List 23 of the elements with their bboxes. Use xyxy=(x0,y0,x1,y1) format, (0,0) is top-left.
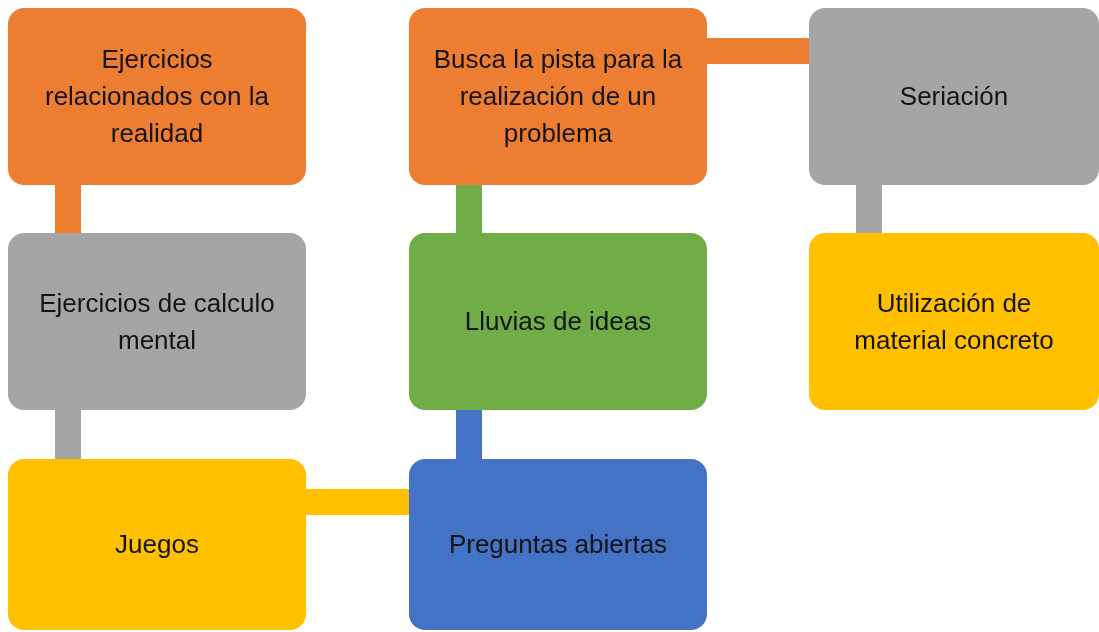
process-box xyxy=(8,459,306,630)
box-label: Juegos xyxy=(115,528,199,561)
box-label: Preguntas abiertas xyxy=(448,528,668,561)
connector-bar xyxy=(707,38,809,64)
process-box xyxy=(809,233,1099,410)
process-box xyxy=(409,459,707,630)
connector-bar xyxy=(55,410,81,459)
process-box xyxy=(409,8,707,185)
box-label: Ejercicios relacionados con la realidad xyxy=(43,43,270,150)
connector-bar xyxy=(456,410,482,459)
box-label: Seriación xyxy=(899,80,1009,113)
process-box xyxy=(809,8,1099,185)
box-label: Utilización de material concreto xyxy=(853,286,1055,357)
box-label: Busca la pista para la realización de un problema xyxy=(432,43,684,150)
connector-bar xyxy=(856,185,882,233)
connector-bar xyxy=(456,185,482,233)
box-label: Lluvias de ideas xyxy=(464,305,652,338)
connector-bar xyxy=(306,489,409,515)
process-box xyxy=(8,233,306,410)
process-box xyxy=(409,233,707,410)
box-label: Ejercicios de calculo mental xyxy=(38,286,276,357)
connector-bar xyxy=(55,185,81,233)
process-box xyxy=(8,8,306,185)
